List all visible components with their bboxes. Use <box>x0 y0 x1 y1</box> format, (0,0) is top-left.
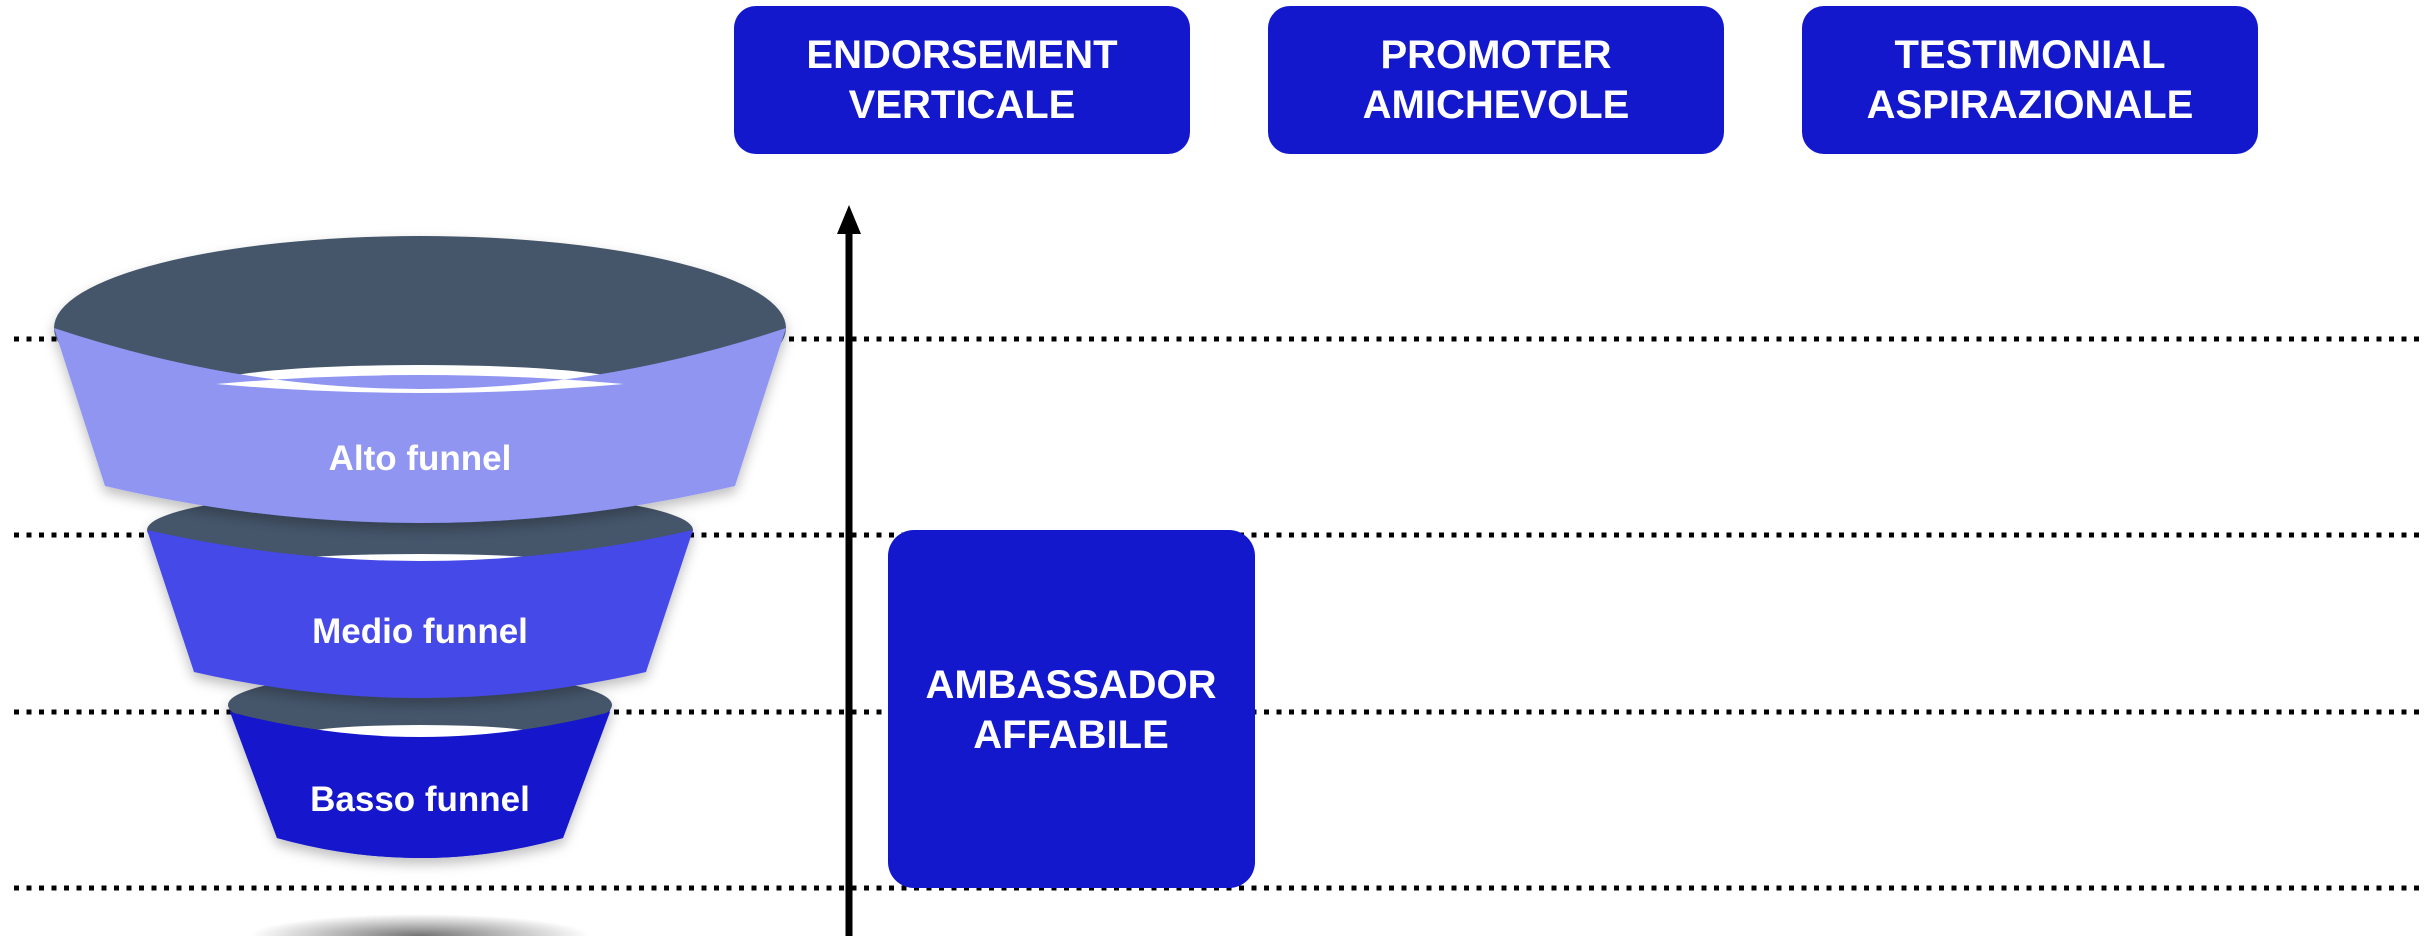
category-box-testimonial-aspirazionale: TESTIMONIAL ASPIRAZIONALE <box>1802 6 2258 154</box>
category-box-line1: TESTIMONIAL <box>1894 33 2165 77</box>
category-box-line1: ENDORSEMENT <box>806 33 1117 77</box>
ambassador-affabile-line2: AFFABILE <box>973 713 1169 757</box>
funnel-tier-middle-front <box>147 530 693 698</box>
funnel-tier-top-front <box>54 328 786 523</box>
category-box-bg <box>1268 6 1724 154</box>
category-box-endorsement-verticale: ENDORSEMENT VERTICALE <box>734 6 1190 154</box>
ambassador-affabile-box: AMBASSADOR AFFABILE <box>888 530 1255 888</box>
category-box-promoter-amichevole: PROMOTER AMICHEVOLE <box>1268 6 1724 154</box>
funnel-tier-label-bottom: Basso funnel <box>310 780 530 819</box>
category-box-line2: VERTICALE <box>849 83 1076 127</box>
arrow-head-icon <box>837 205 861 234</box>
vertical-axis-arrow <box>837 205 861 936</box>
funnel-shadow <box>250 914 590 936</box>
ambassador-affabile-line1: AMBASSADOR <box>925 663 1216 707</box>
category-box-line1: PROMOTER <box>1380 33 1611 77</box>
ambassador-affabile-box-bg <box>888 530 1255 888</box>
funnel-tier-top <box>54 236 786 523</box>
funnel-tier-label-middle: Medio funnel <box>312 612 528 651</box>
funnel-tier-bottom <box>228 672 612 858</box>
category-box-line2: ASPIRAZIONALE <box>1867 83 2194 127</box>
category-box-bg <box>1802 6 2258 154</box>
category-box-line2: AMICHEVOLE <box>1363 83 1630 127</box>
funnel-tier-label-top: Alto funnel <box>329 439 512 478</box>
funnel-tier-bottom-front <box>230 712 610 858</box>
category-box-bg <box>734 6 1190 154</box>
